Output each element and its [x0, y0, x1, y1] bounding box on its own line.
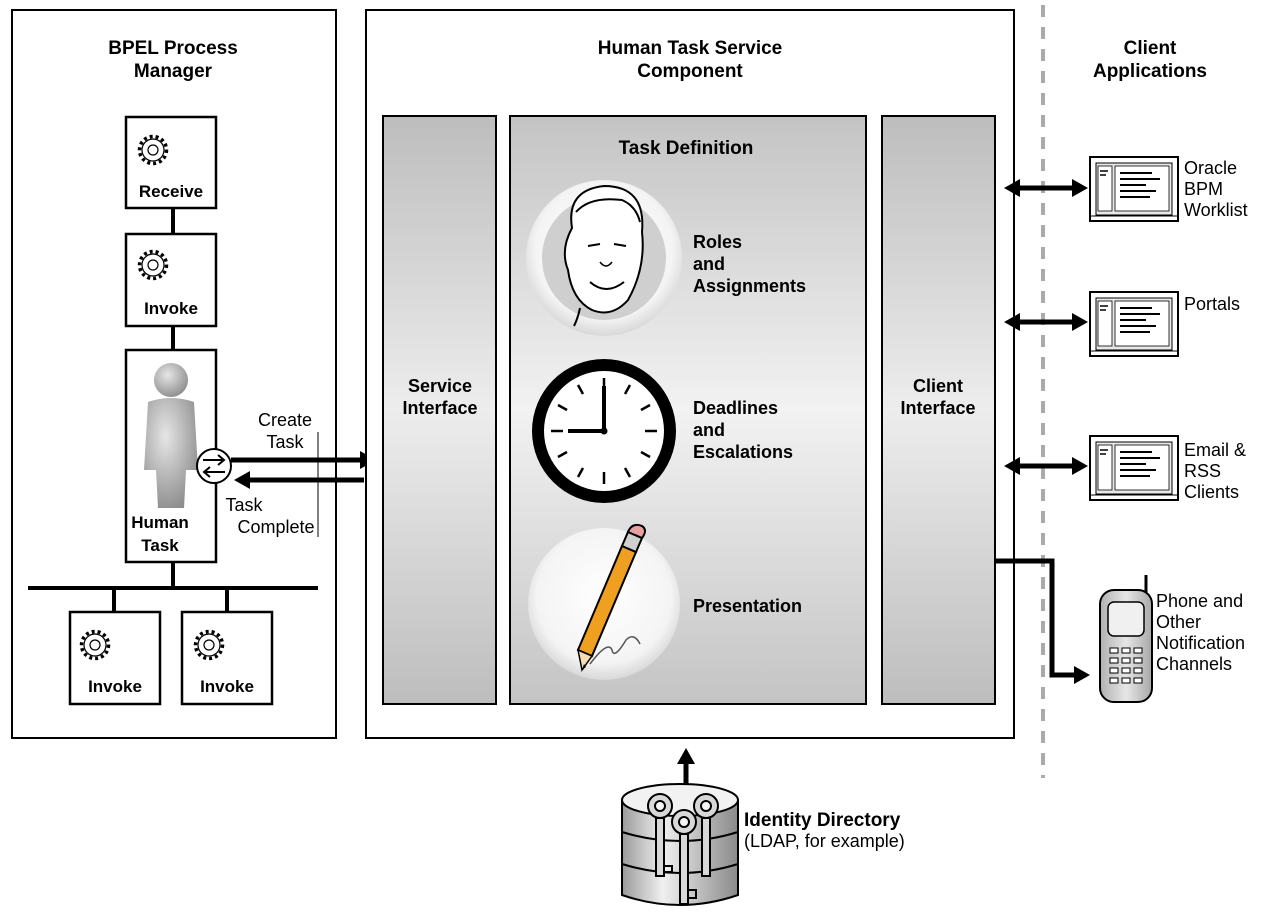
bpm-worklist-client: Oracle BPM Worklist: [1004, 156, 1248, 222]
bidirectional-arrow: [1004, 313, 1088, 331]
service-interface-label-line1: Service: [408, 376, 472, 396]
worklist-label-line3: Worklist: [1184, 200, 1248, 220]
client-interface-panel: Client Interface: [881, 115, 996, 705]
invoke-activity-top: Invoke: [124, 232, 218, 328]
pencil-icon: [528, 523, 680, 680]
invoke-activity-right: Invoke: [180, 610, 274, 706]
phone-label-line3: Notification: [1156, 633, 1245, 653]
human-task-activity: Human Task: [124, 348, 232, 564]
task-complete-label-line2: Complete: [237, 517, 314, 537]
create-task-label-line1: Create: [258, 410, 312, 430]
email-label-line2: RSS: [1184, 461, 1221, 481]
clock-icon: [532, 359, 676, 503]
receive-label: Receive: [139, 182, 203, 201]
invoke-activity-left: Invoke: [68, 610, 162, 706]
elbow-arrow: [995, 558, 1090, 684]
bpel-title-line1: BPEL Process: [108, 38, 238, 59]
phone-label-line2: Other: [1156, 612, 1201, 632]
portals-label: Portals: [1184, 294, 1240, 314]
bidirectional-arrow: [1004, 457, 1088, 475]
face-icon: [526, 180, 682, 336]
deadlines-label-line3: Escalations: [693, 442, 793, 462]
client-interface-label-line1: Client: [913, 376, 963, 396]
identity-directory-title: Identity Directory: [744, 810, 901, 831]
keys-icon: [647, 793, 719, 905]
hts-title-line2: Component: [637, 61, 743, 82]
service-interface-label-line2: Interface: [402, 398, 477, 418]
service-interface-panel: Service Interface: [382, 115, 497, 705]
bpel-title-line2: Manager: [134, 61, 213, 82]
invoke-top-label: Invoke: [144, 299, 198, 318]
roles-label-line1: Roles: [693, 232, 742, 252]
task-definition-title: Task Definition: [619, 138, 754, 159]
email-rss-client: Email & RSS Clients: [1004, 435, 1246, 502]
monitor-icon: [1089, 156, 1179, 222]
task-complete-arrow: [234, 471, 364, 489]
invoke-right-label: Invoke: [200, 677, 254, 696]
identity-directory-subtitle: (LDAP, for example): [744, 831, 905, 851]
presentation-label: Presentation: [693, 596, 802, 616]
portals-client: Portals: [1004, 291, 1240, 357]
exchange-icon: [196, 448, 232, 484]
person-icon: [144, 363, 198, 508]
client-applications-section: Client Applications Oracle BPM Worklist …: [995, 38, 1248, 703]
phone-label-line1: Phone and: [1156, 591, 1243, 611]
client-interface-label-line2: Interface: [900, 398, 975, 418]
phone-label-line4: Channels: [1156, 654, 1232, 674]
human-task-service-panel: Human Task Service Component Service Int…: [365, 9, 1015, 739]
deadlines-label-line1: Deadlines: [693, 398, 778, 418]
clients-title-line2: Applications: [1093, 61, 1207, 82]
human-task-label-line1: Human: [131, 513, 189, 532]
bpel-process-manager-panel: BPEL Process Manager Receive Invoke: [11, 9, 337, 739]
monitor-icon: [1089, 435, 1179, 501]
task-complete-label-line1: Task: [225, 495, 263, 515]
human-task-label-line2: Task: [141, 536, 179, 555]
email-label-line1: Email &: [1184, 440, 1246, 460]
worklist-label-line1: Oracle: [1184, 158, 1237, 178]
receive-activity: Receive: [124, 115, 218, 210]
bidirectional-arrow: [1004, 179, 1088, 197]
clients-title-line1: Client: [1124, 38, 1177, 59]
email-label-line3: Clients: [1184, 482, 1239, 502]
roles-label-line2: and: [693, 254, 725, 274]
monitor-icon: [1089, 291, 1179, 357]
identity-directory: Identity Directory (LDAP, for example): [621, 748, 905, 906]
deadlines-label-line2: and: [693, 420, 725, 440]
hts-title-line1: Human Task Service: [598, 38, 782, 59]
create-task-label-line2: Task: [266, 432, 304, 452]
phone-client: Phone and Other Notification Channels: [995, 558, 1245, 703]
invoke-left-label: Invoke: [88, 677, 142, 696]
roles-label-line3: Assignments: [693, 276, 806, 296]
task-definition-panel: Task Definition Roles and Assignments: [509, 115, 867, 705]
worklist-label-line2: BPM: [1184, 179, 1223, 199]
phone-icon: [1099, 575, 1153, 703]
